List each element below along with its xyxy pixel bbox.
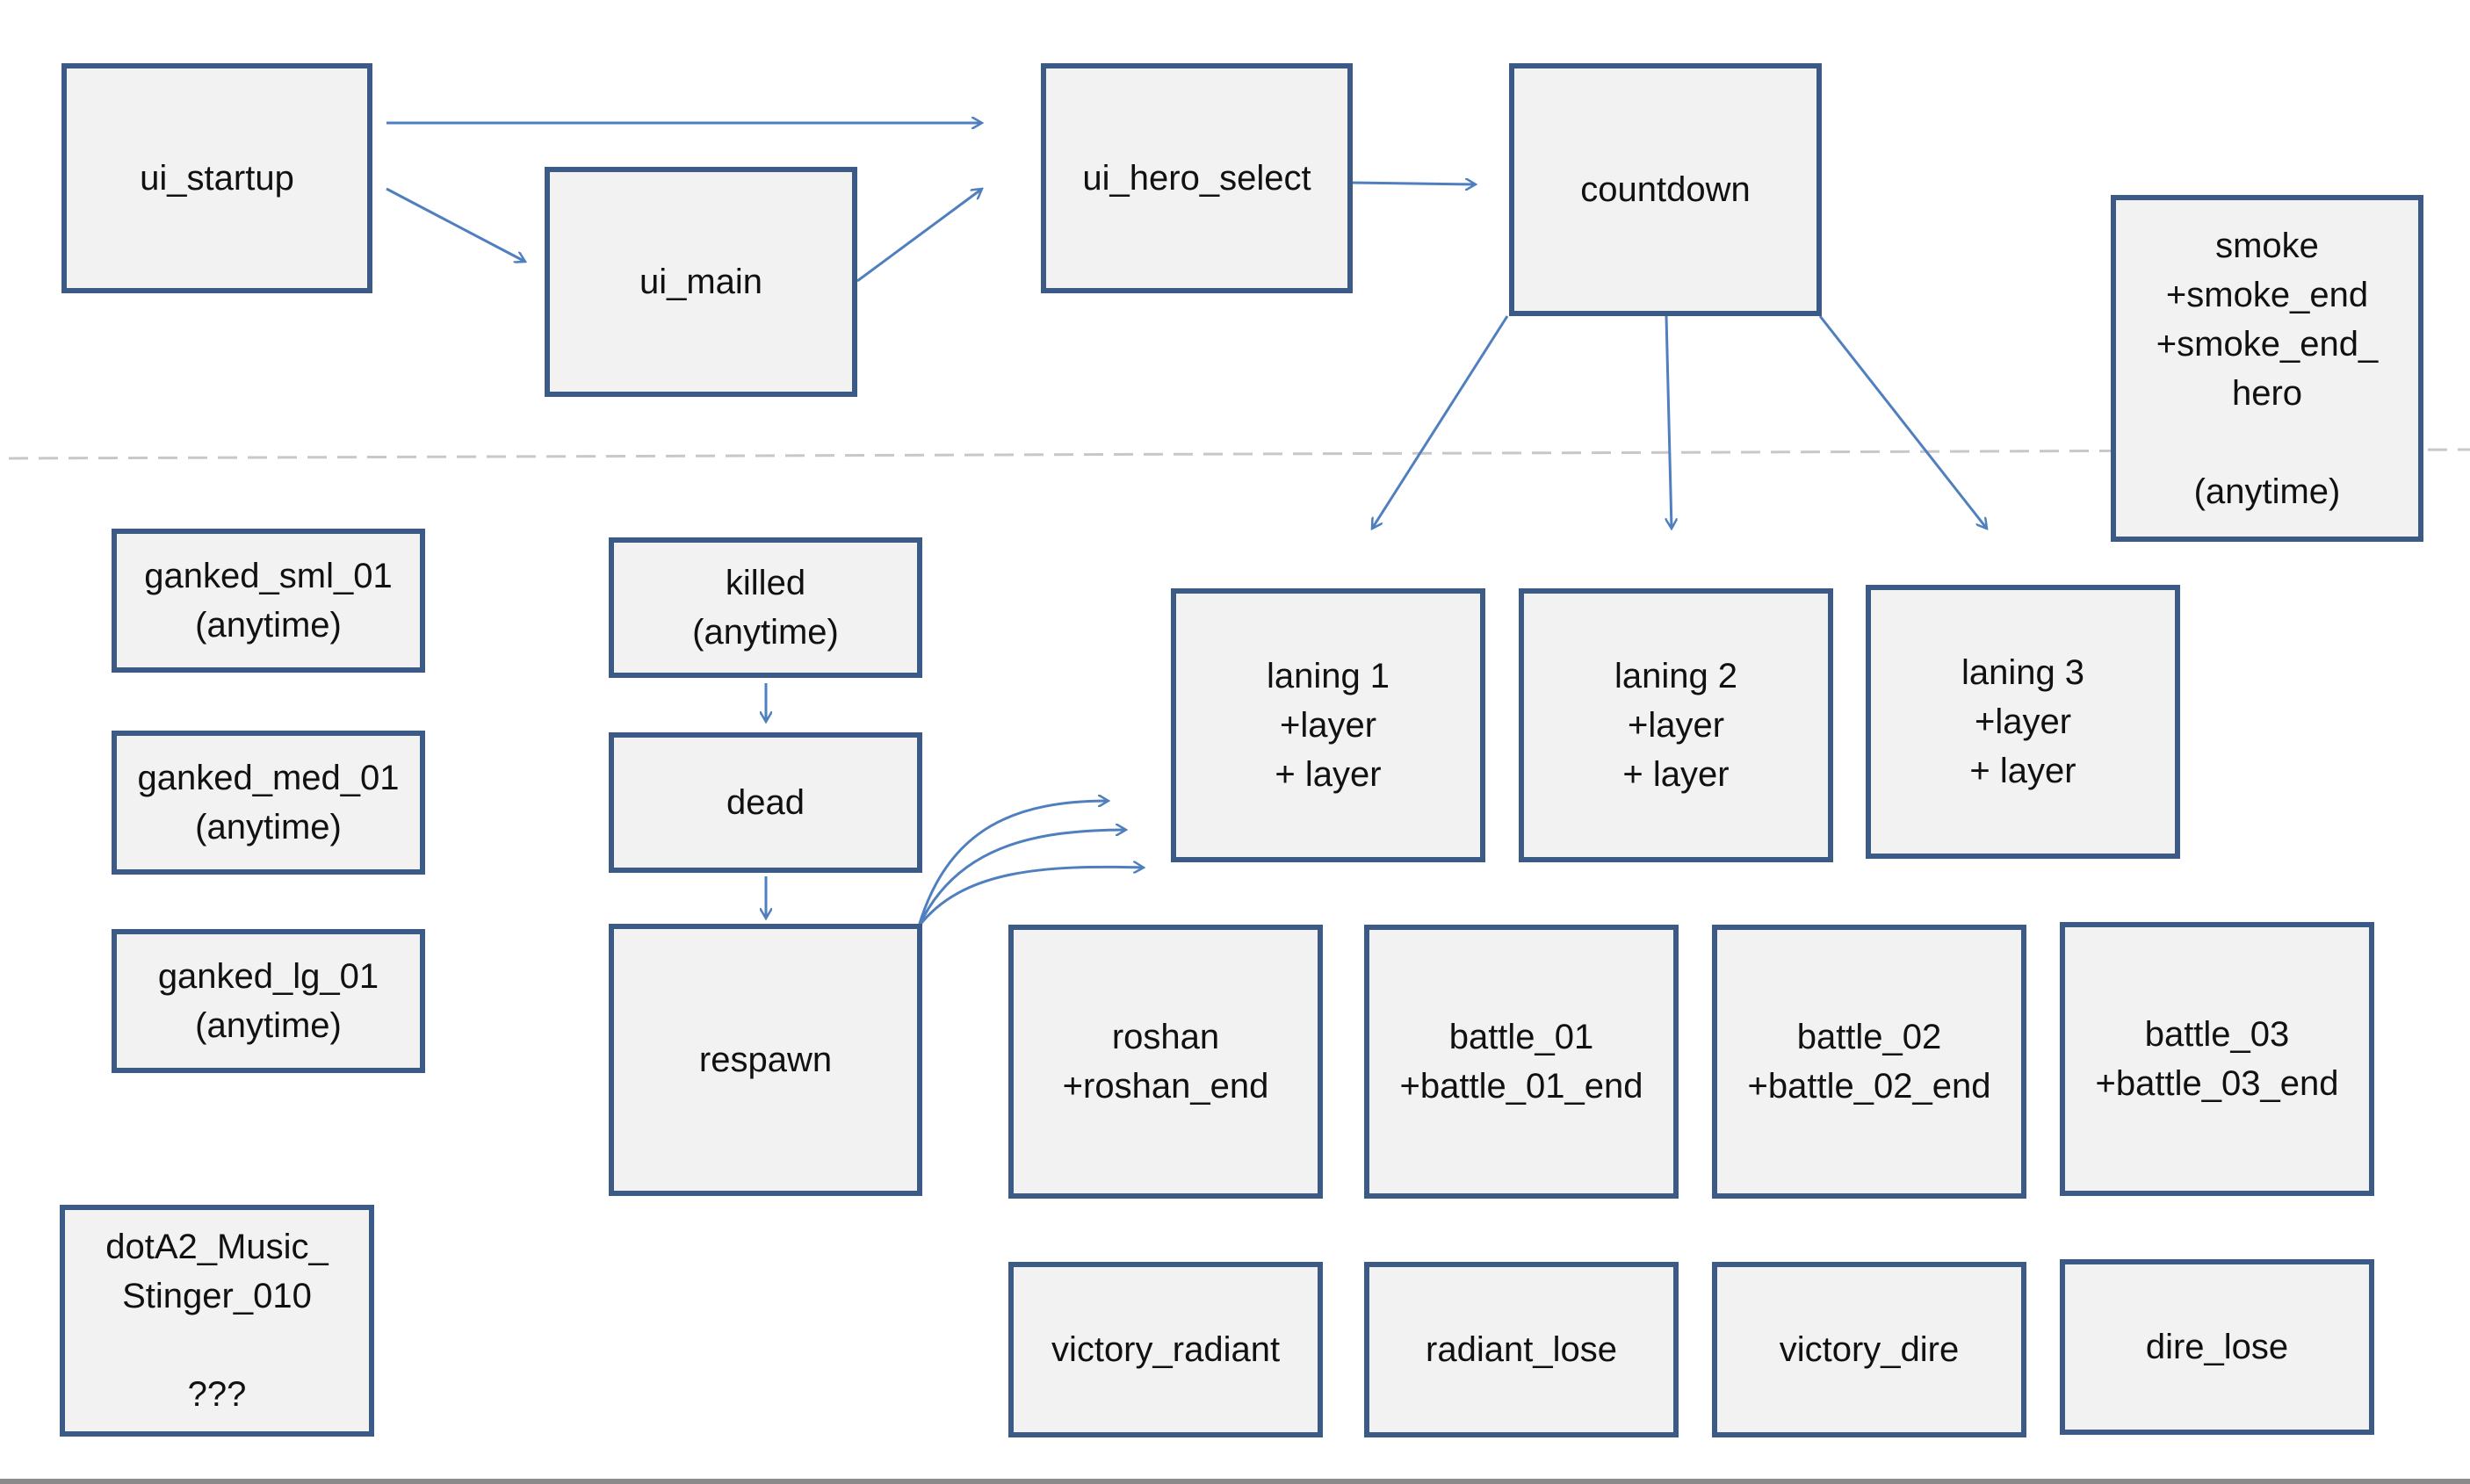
node-label: dead [726, 783, 805, 822]
arrow-respawn-to-laning-a [917, 801, 1109, 927]
arrow-countdown-to-laning-1 [1372, 315, 1509, 529]
node-victory-radiant: victory_radiant [1008, 1262, 1323, 1437]
node-ui-main: ui_main [545, 167, 857, 397]
node-label: ganked_med_01 (anytime) [137, 759, 400, 846]
node-radiant-lose: radiant_lose [1364, 1262, 1679, 1437]
node-label: dire_lose [2145, 1328, 2289, 1366]
node-label: laning 2 +layer + layer [1614, 657, 1738, 794]
node-label: battle_02 +battle_02_end [1747, 1018, 1991, 1106]
arrow-hero-select-to-countdown [1350, 183, 1476, 184]
node-label: laning 3 +layer + layer [1961, 653, 2085, 790]
node-label: battle_03 +battle_03_end [2095, 1015, 2339, 1103]
node-label: smoke +smoke_end +smoke_end_ hero (anyti… [2156, 226, 2379, 511]
node-ganked-med: ganked_med_01 (anytime) [112, 731, 425, 875]
bottom-rule [0, 1479, 2470, 1484]
node-label: radiant_lose [1426, 1330, 1617, 1369]
node-label: battle_01 +battle_01_end [1399, 1018, 1643, 1106]
node-label: victory_radiant [1051, 1330, 1281, 1369]
node-battle-03: battle_03 +battle_03_end [2060, 922, 2374, 1196]
arrow-respawn-to-laning-b [917, 830, 1126, 927]
node-label: roshan +roshan_end [1062, 1018, 1269, 1106]
node-dead: dead [609, 732, 922, 873]
node-victory-dire: victory_dire [1712, 1262, 2026, 1437]
node-label: victory_dire [1779, 1330, 1960, 1369]
arrow-main-to-hero-select [856, 189, 982, 283]
section-divider [8, 448, 2470, 460]
node-label: countdown [1580, 170, 1751, 209]
node-label: ui_main [639, 263, 763, 301]
arrow-startup-to-main [386, 187, 525, 262]
node-ui-hero-select: ui_hero_select [1041, 63, 1353, 293]
node-stinger: dotA2_Music_ Stinger_010 ??? [60, 1205, 374, 1437]
node-battle-02: battle_02 +battle_02_end [1712, 925, 2026, 1199]
node-label: laning 1 +layer + layer [1266, 657, 1390, 794]
node-ganked-lg: ganked_lg_01 (anytime) [112, 929, 425, 1073]
node-label: respawn [698, 1041, 833, 1079]
node-countdown: countdown [1509, 63, 1822, 316]
node-battle-01: battle_01 +battle_01_end [1364, 925, 1679, 1199]
arrow-countdown-to-laning-2 [1665, 315, 1672, 529]
node-label: dotA2_Music_ Stinger_010 ??? [105, 1228, 329, 1414]
node-smoke: smoke +smoke_end +smoke_end_ hero (anyti… [2111, 195, 2423, 542]
node-laning-3: laning 3 +layer + layer [1866, 585, 2180, 859]
node-dire-lose: dire_lose [2060, 1259, 2374, 1435]
node-roshan: roshan +roshan_end [1008, 925, 1323, 1199]
node-label: ganked_lg_01 (anytime) [157, 957, 379, 1045]
node-label: ui_startup [140, 159, 294, 198]
node-label: ganked_sml_01 (anytime) [144, 557, 393, 645]
node-label: killed (anytime) [692, 564, 839, 652]
node-ganked-sml: ganked_sml_01 (anytime) [112, 529, 425, 673]
arrow-countdown-to-laning-3 [1818, 315, 1987, 529]
node-label: ui_hero_select [1082, 159, 1311, 198]
node-laning-2: laning 2 +layer + layer [1519, 588, 1833, 862]
arrow-respawn-to-laning-c [917, 867, 1144, 927]
node-killed: killed (anytime) [609, 537, 922, 678]
node-laning-1: laning 1 +layer + layer [1171, 588, 1485, 862]
node-ui-startup: ui_startup [61, 63, 372, 293]
node-respawn: respawn [609, 924, 922, 1196]
